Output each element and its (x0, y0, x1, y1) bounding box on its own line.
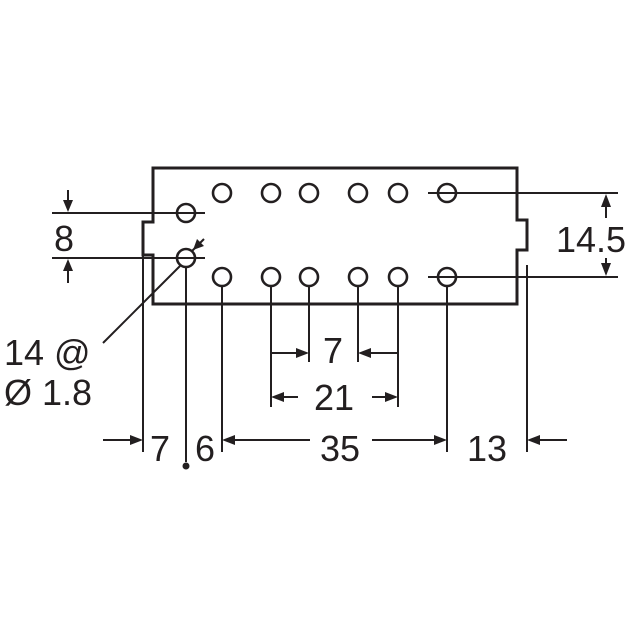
first-pin-offset-label: 6 (195, 428, 215, 469)
overall-height-label: 14.5 (556, 219, 626, 260)
pin-pitch-label: 7 (323, 330, 343, 371)
pin-hole (387, 182, 409, 204)
row-pitch-dimension: 8 (52, 190, 205, 283)
hole-diameter-label: Ø 1.8 (4, 372, 92, 413)
left-edge-offset-label: 7 (150, 428, 170, 469)
pin-hole (260, 266, 282, 288)
overall-height-dimension: 14.5 (428, 192, 626, 278)
right-edge-offset-label: 13 (467, 428, 507, 469)
pin-hole (211, 182, 233, 204)
pin-hole (260, 182, 282, 204)
top-pin-row (211, 182, 458, 204)
pin-hole (347, 266, 369, 288)
three-pitch-label: 21 (314, 377, 354, 418)
pin-pitch-dimension: 7 (271, 330, 398, 371)
hole-callout: 14 @ Ø 1.8 (4, 238, 205, 413)
row-pitch-label: 8 (54, 218, 74, 259)
extension-lines (142, 255, 528, 470)
hole-count-label: 14 @ (4, 332, 91, 373)
pin-hole (298, 182, 320, 204)
three-pitch-dimension: 21 (271, 377, 398, 418)
pin-hole (298, 266, 320, 288)
component-body-outline (141, 166, 529, 306)
pin-hole (211, 266, 233, 288)
pin-row-span-label: 35 (320, 428, 360, 469)
pin-hole (387, 266, 409, 288)
pin-hole (347, 182, 369, 204)
bottom-pin-row (211, 266, 458, 288)
bottom-chain-dimension: 7 6 35 13 (103, 428, 567, 469)
